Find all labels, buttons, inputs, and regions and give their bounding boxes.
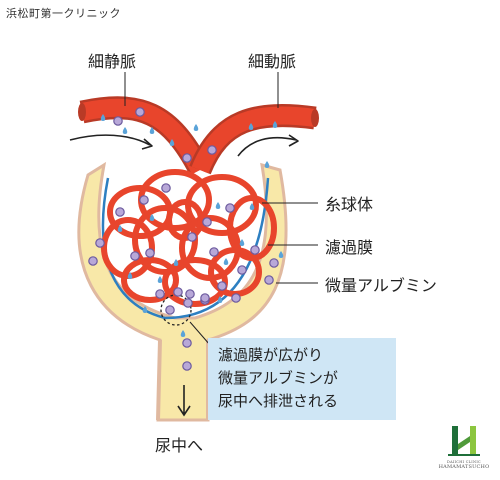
clinic-logo: DAIICHI CLINIC HAMAMATSUCHO	[436, 422, 492, 474]
water-drop	[157, 276, 163, 283]
label-vein: 細静脈	[88, 52, 137, 71]
albumin-particle	[182, 338, 192, 348]
albumin-particle	[139, 195, 149, 205]
water-drop	[169, 139, 175, 146]
albumin-particle	[269, 258, 279, 268]
albumin-particle	[183, 298, 193, 308]
albumin-particle	[95, 238, 105, 248]
albumin-particle	[207, 145, 217, 155]
albumin-particle	[209, 247, 219, 257]
water-drop	[142, 306, 148, 313]
albumin-layer	[88, 107, 279, 371]
water-drop	[127, 272, 133, 279]
albumin-particle	[182, 361, 192, 371]
albumin-particle	[182, 153, 192, 163]
label-filtration-membrane: 濾過膜	[325, 238, 374, 257]
water-drop	[217, 296, 223, 303]
callout-line-2: 微量アルブミンが	[218, 369, 338, 387]
albumin-particle	[187, 232, 197, 242]
albumin-particle	[200, 293, 210, 303]
albumin-particle	[145, 248, 155, 258]
albumin-particle	[88, 256, 98, 266]
label-microalbumin: 微量アルブミン	[325, 276, 437, 295]
albumin-particle	[113, 116, 123, 126]
water-drop	[223, 258, 229, 265]
callout-box: 濾過膜が広がり 微量アルブミンが 尿中へ排泄される	[208, 338, 396, 420]
logo-mark	[448, 426, 480, 456]
water-drop	[122, 127, 128, 134]
water-drop	[272, 121, 278, 128]
label-artery: 細動脈	[248, 52, 297, 71]
water-drop	[248, 123, 254, 130]
artery-vessel	[189, 104, 319, 175]
albumin-particle	[217, 281, 227, 291]
callout-line-1: 濾過膜が広がり	[218, 346, 324, 364]
albumin-particle	[155, 289, 165, 299]
albumin-particle	[225, 203, 235, 213]
water-drop	[278, 251, 284, 258]
albumin-particle	[250, 245, 260, 255]
water-drop	[149, 214, 155, 221]
albumin-particle	[161, 183, 171, 193]
albumin-particle	[165, 305, 175, 315]
water-drop	[249, 203, 255, 210]
albumin-particle	[237, 265, 247, 275]
label-leader-lines	[124, 72, 318, 346]
clinic-name: 浜松町第一クリニック	[6, 7, 121, 20]
albumin-particle	[185, 289, 195, 299]
albumin-particle	[264, 275, 274, 285]
logo-name: HAMAMATSUCHO	[438, 464, 490, 470]
water-drop	[149, 127, 155, 134]
albumin-particle	[202, 217, 212, 227]
callout-line-3: 尿中へ排泄される	[218, 392, 339, 410]
urine-arrow	[177, 385, 191, 417]
water-drop	[264, 161, 270, 168]
water-drop	[100, 114, 106, 121]
label-glomerulus: 糸球体	[325, 195, 374, 214]
water-drop	[173, 259, 179, 266]
vein-vessel	[78, 96, 211, 176]
logo-subtitle: DAIICHI CLINIC	[446, 460, 482, 464]
albumin-particle	[231, 293, 241, 303]
albumin-particle	[135, 107, 145, 117]
water-drop-layer	[100, 114, 284, 337]
water-drop	[117, 225, 123, 232]
water-drop	[180, 330, 186, 337]
blood-flow-arrows	[69, 134, 299, 157]
albumin-particle	[115, 207, 125, 217]
albumin-particle	[130, 251, 140, 261]
water-drop	[193, 124, 199, 131]
water-drop	[239, 239, 245, 246]
albumin-particle	[173, 287, 183, 297]
label-to-urine: 尿中へ	[155, 436, 204, 455]
water-drop	[215, 202, 221, 209]
